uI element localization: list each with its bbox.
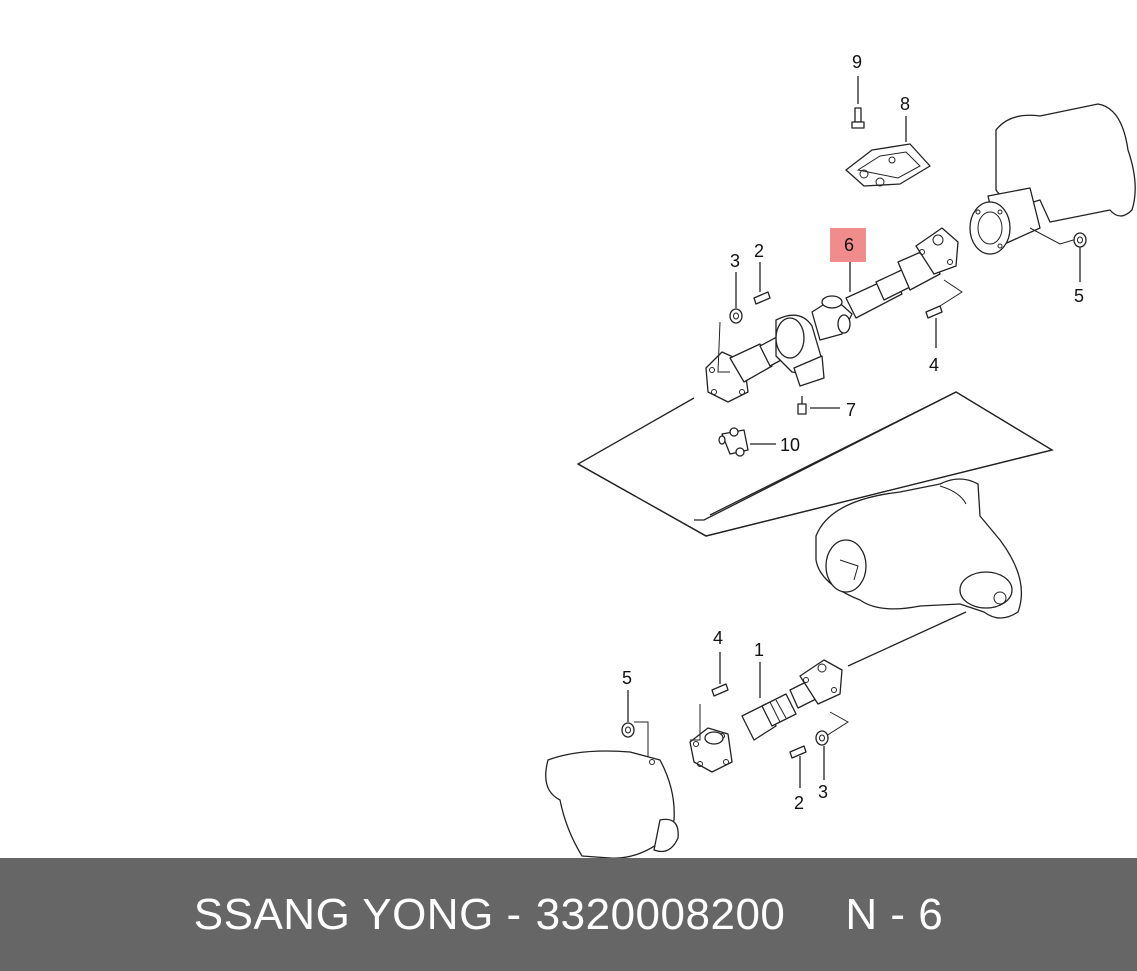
callout-4-top: 4 [929,355,939,375]
transfer-case-housing [545,750,679,858]
callout-2-bottom: 2 [794,793,804,813]
bolt-7 [797,396,840,415]
callout-5-bottom: 5 [622,668,632,688]
brand-label: SSANG YONG - [193,889,522,939]
callout-3-bottom: 3 [818,782,828,802]
lower-propeller-shaft [689,659,849,773]
nut-3-top [717,272,743,373]
callout-3-top: 3 [730,251,740,271]
callout-8: 8 [900,94,910,114]
bracket-plate-8 [845,116,931,187]
exploded-parts-diagram: 9 8 6 2 3 5 4 7 10 4 1 5 2 3 [545,52,1136,858]
diagram-reference: N - 6 [845,889,944,939]
highlight-part-6 [830,228,866,262]
callout-6: 6 [844,235,854,255]
callout-9: 9 [852,52,862,72]
callout-1: 1 [754,640,764,660]
callout-10: 10 [780,435,800,455]
bolt-2-bottom [789,745,807,788]
front-axle-housing [815,478,1022,667]
nut-5-top [1073,232,1087,282]
callout-5-top: 5 [1074,286,1084,306]
spider-joint-10 [718,427,776,457]
bolt-4-top [925,305,943,348]
callout-2-top: 2 [754,241,764,261]
part-info-footer: SSANG YONG - 3320008200 N - 6 [0,858,1137,971]
bolt-2-top [753,262,771,305]
bolt-9 [851,76,865,129]
part-number: 3320008200 [535,889,786,939]
nut-5-bottom [621,690,649,758]
nut-3-bottom [815,730,829,780]
upper-group-frame [576,391,1054,537]
upper-propeller-shaft [705,227,963,403]
callout-4-bottom: 4 [713,628,723,648]
callout-7: 7 [846,400,856,420]
rear-axle-housing [969,103,1136,255]
bolt-4-bottom [690,652,729,741]
